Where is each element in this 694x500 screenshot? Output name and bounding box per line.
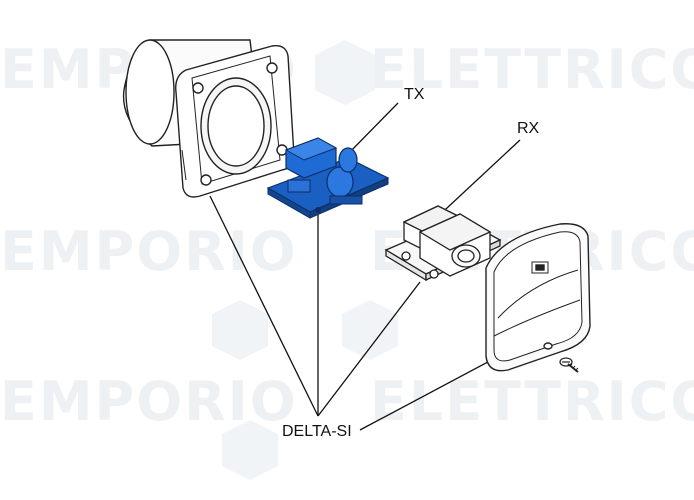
- leader-rx-board: [317, 281, 421, 417]
- watermark-right-1: ELETTRICO: [370, 38, 694, 101]
- label-tx: TX: [404, 86, 425, 103]
- label-delta-si: DELTA-SI: [282, 423, 352, 440]
- watermark-left-2: EMPORIO: [0, 220, 298, 283]
- label-rx: RX: [517, 120, 540, 137]
- rx-circuit-board-icon: [384, 205, 502, 282]
- leader-housing: [209, 195, 319, 417]
- watermark-right-3: ELETTRICO: [370, 370, 694, 433]
- cover-icon: [485, 223, 591, 372]
- photocell-housing-icon: [122, 39, 295, 198]
- leader-tx: [343, 102, 399, 159]
- tx-circuit-board-icon: [266, 137, 390, 219]
- watermark-hexagons: [212, 40, 398, 480]
- leader-rx: [431, 139, 521, 223]
- screw-icon: [559, 357, 579, 373]
